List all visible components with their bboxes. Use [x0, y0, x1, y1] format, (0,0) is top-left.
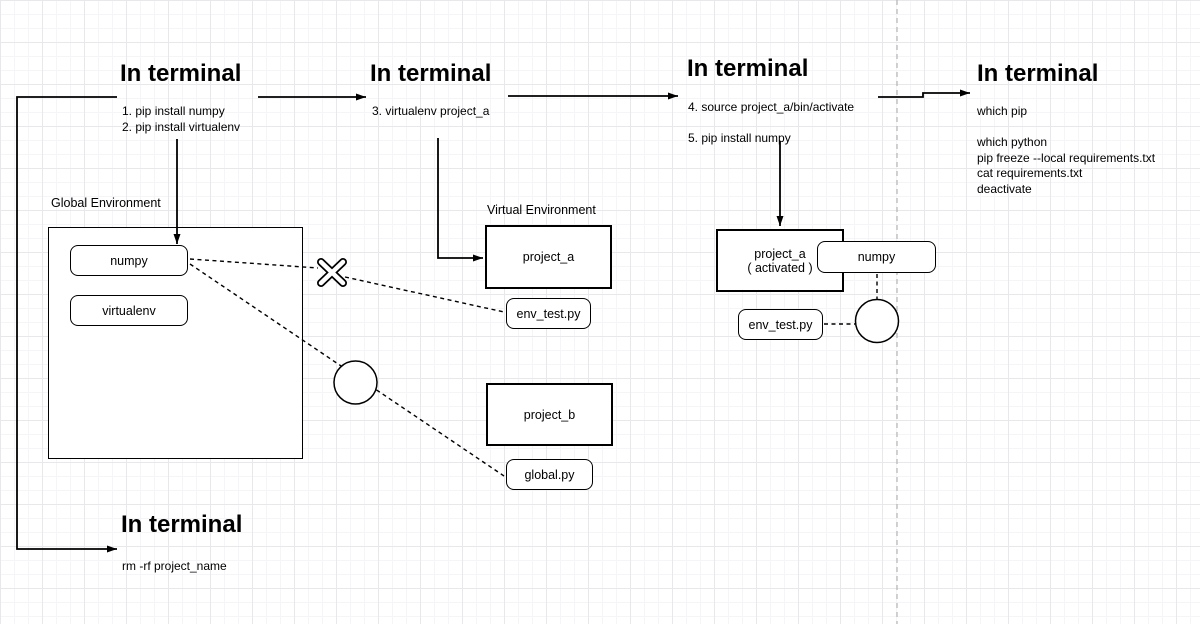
command-line: 2. pip install virtualenv [122, 119, 241, 134]
command-line: 5. pip install numpy [688, 131, 791, 145]
env-test-py-right-label: env_test.py [748, 317, 813, 332]
project-a-activated-box[interactable]: project_a ( activated ) [716, 229, 844, 292]
project-a-label: project_a [522, 250, 575, 264]
project-a-activated-line2: ( activated ) [747, 260, 813, 275]
env-test-py-right-box[interactable]: env_test.py [738, 309, 823, 340]
project-a-box[interactable]: project_a [485, 225, 612, 289]
terminal-heading-4: In terminal [977, 60, 1099, 87]
project-b-label: project_b [523, 407, 576, 422]
terminal-heading-3: In terminal [687, 55, 809, 82]
package-virtualenv-box[interactable]: virtualenv [70, 295, 188, 326]
command-line: 1. pip install numpy [122, 104, 225, 118]
numpy-installed-box[interactable]: numpy [817, 241, 936, 273]
command-line: 3. virtualenv project_a [372, 104, 490, 118]
command-line: cat requirements.txt [977, 166, 1083, 180]
terminal-commands-1: 1. pip install numpy 2. pip install virt… [122, 104, 240, 135]
command-line [977, 120, 1155, 136]
package-numpy-box[interactable]: numpy [70, 245, 188, 276]
package-numpy-label: numpy [110, 253, 148, 268]
command-line: 4. source project_a/bin/activate [688, 100, 855, 114]
project-a-activated-line1: project_a [754, 246, 806, 261]
terminal-heading-1: In terminal [120, 60, 242, 87]
command-line: which python [977, 135, 1048, 149]
command-line: deactivate [977, 181, 1032, 196]
virtual-environment-label: Virtual Environment [487, 203, 596, 217]
terminal-heading-5: In terminal [121, 511, 243, 538]
terminal-commands-4: which pip which python pip freeze --loca… [977, 104, 1155, 197]
package-virtualenv-label: virtualenv [102, 303, 156, 318]
terminal-commands-3: 4. source project_a/bin/activate 5. pip … [688, 100, 854, 147]
env-test-py-left-label: env_test.py [516, 306, 581, 321]
command-line: pip freeze --local requirements.txt [977, 150, 1156, 165]
numpy-installed-label: numpy [857, 250, 896, 264]
global-py-box[interactable]: global.py [506, 459, 593, 490]
global-environment-label: Global Environment [51, 196, 161, 210]
global-py-label: global.py [524, 467, 575, 482]
command-line [688, 116, 854, 132]
terminal-commands-5: rm -rf project_name [122, 559, 227, 575]
command-line: rm -rf project_name [122, 559, 227, 573]
env-test-py-left-box[interactable]: env_test.py [506, 298, 591, 329]
command-line: which pip [977, 104, 1028, 118]
project-b-box[interactable]: project_b [486, 383, 613, 446]
terminal-heading-2: In terminal [370, 60, 492, 87]
terminal-commands-2: 3. virtualenv project_a [372, 104, 489, 120]
